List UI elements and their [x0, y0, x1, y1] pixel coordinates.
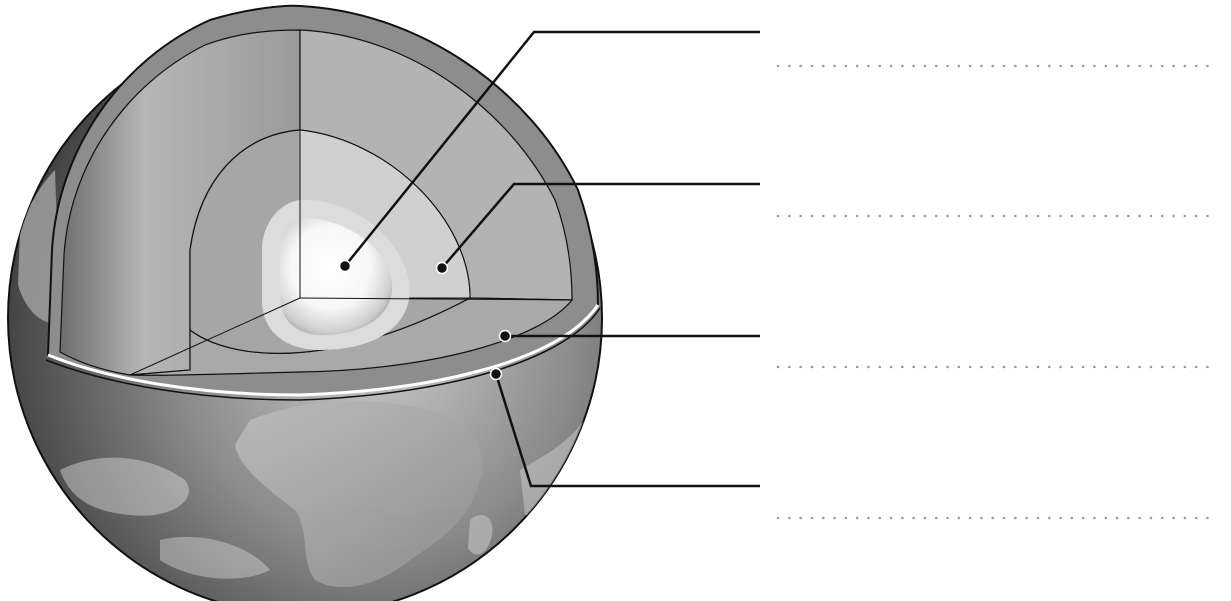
- pointer-dot-outer-core: [437, 263, 448, 274]
- answer-field-inner-core[interactable]: [776, 36, 1224, 66]
- answer-field-outer-core[interactable]: [776, 186, 1224, 216]
- answer-field-crust[interactable]: [776, 488, 1224, 518]
- answer-field-mantle[interactable]: [776, 337, 1224, 367]
- pointer-dot-mantle: [500, 331, 511, 342]
- answer-lines: [778, 66, 1218, 518]
- pointer-dot-inner-core: [340, 261, 351, 272]
- cutaway: [46, 6, 600, 400]
- pointer-dot-crust: [491, 369, 502, 380]
